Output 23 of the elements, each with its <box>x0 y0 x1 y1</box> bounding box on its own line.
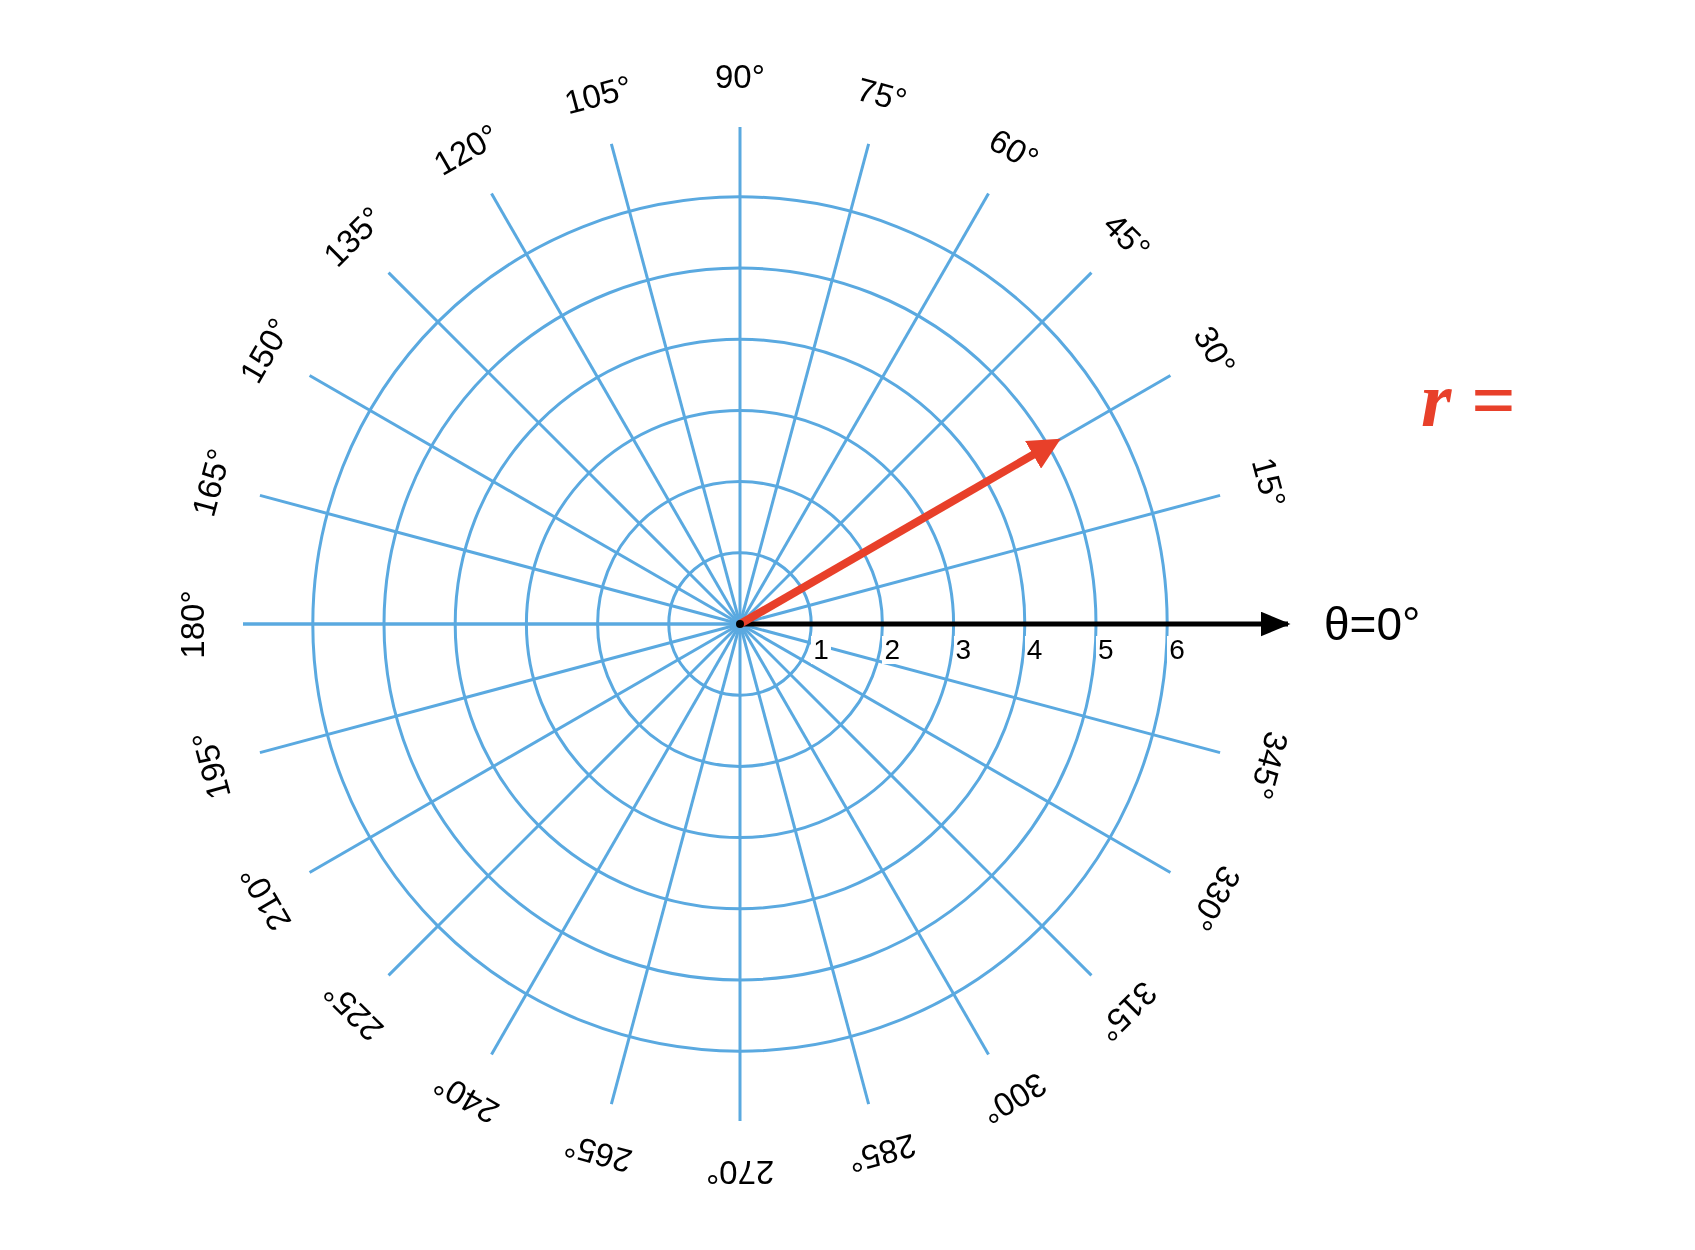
formula-text: r = <box>1421 361 1516 439</box>
axis-label: θ=0° <box>1324 601 1421 647</box>
radius-label: 2 <box>882 636 902 664</box>
angle-label: 285° <box>844 1128 920 1179</box>
radius-label: 1 <box>811 636 831 664</box>
angle-label: 75° <box>853 72 911 118</box>
radius-label: 6 <box>1167 636 1187 664</box>
angle-label: 120° <box>428 118 504 181</box>
angle-label: 270° <box>706 1155 775 1189</box>
angle-label: 300° <box>976 1067 1052 1130</box>
angle-label: 195° <box>186 728 236 804</box>
angle-label: 165° <box>186 444 236 520</box>
angle-label: 225° <box>316 975 389 1048</box>
angle-label: 345° <box>1244 728 1295 804</box>
angle-label: 265° <box>561 1128 636 1179</box>
angle-label: 45° <box>1098 207 1157 266</box>
angle-label: 240° <box>428 1067 504 1130</box>
angle-label: 90° <box>715 59 765 93</box>
angle-label: 180° <box>175 589 209 659</box>
angle-label: 30° <box>1187 320 1242 380</box>
angle-label: 105° <box>561 69 636 120</box>
angle-label: 60° <box>984 122 1044 177</box>
angle-label: 15° <box>1246 453 1292 511</box>
